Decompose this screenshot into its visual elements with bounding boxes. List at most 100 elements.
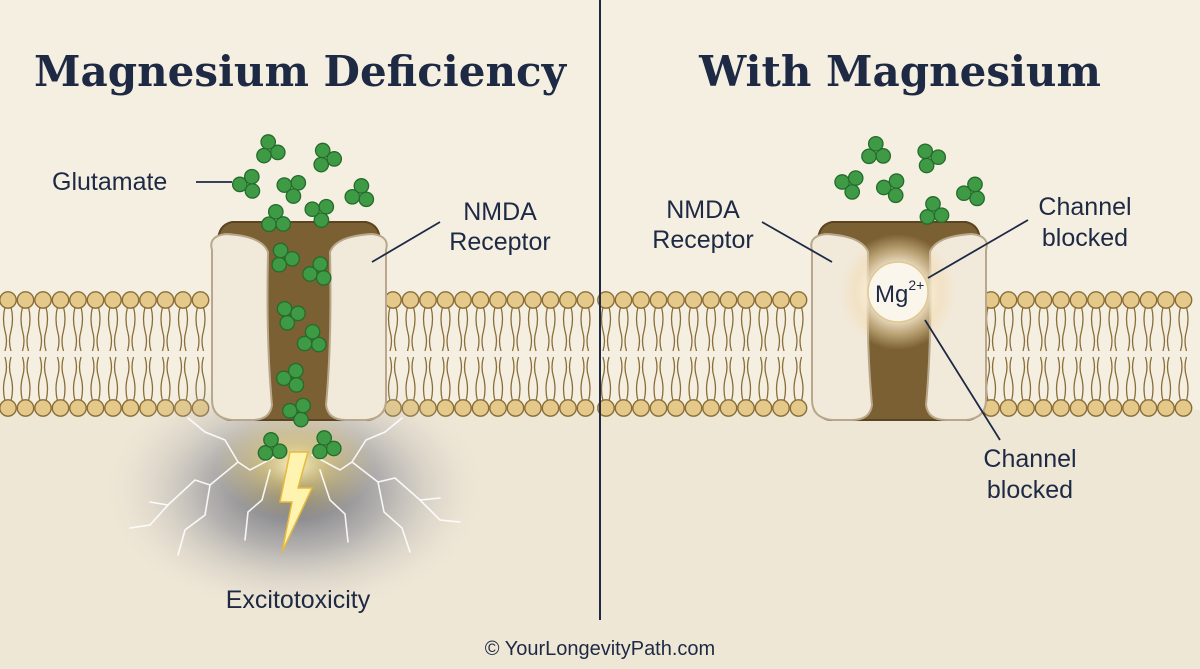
- lipid-tail: [758, 306, 763, 352]
- glutamate-molecules: [231, 134, 985, 461]
- glutamate-molecule-icon: [256, 134, 286, 164]
- lipid-tail: [8, 356, 14, 402]
- glutamate-molecule-icon: [276, 300, 306, 331]
- lipid-head: [1069, 399, 1088, 417]
- lipid-tail: [551, 306, 556, 352]
- lipid-tail: [201, 306, 206, 352]
- lipid-tail: [641, 306, 647, 352]
- lipid-tail: [729, 356, 734, 402]
- lipid-head: [191, 291, 210, 309]
- lipid-tail: [551, 356, 556, 402]
- lipid-tail: [1096, 356, 1102, 402]
- lipid-tail: [498, 306, 504, 352]
- lipid-tail: [78, 356, 84, 402]
- lipid-tail: [1055, 356, 1061, 402]
- lipid-tail: [694, 356, 699, 402]
- lipid-tail: [387, 306, 393, 352]
- lipid-tail: [26, 356, 31, 402]
- blocked-top-label-1: Channel: [1038, 193, 1131, 221]
- lipid-tail: [1073, 356, 1078, 402]
- lipid-tail: [131, 306, 136, 352]
- lipid-head: [1052, 399, 1070, 417]
- lipid-tail: [510, 306, 515, 352]
- lipid-head: [667, 291, 685, 309]
- lipid-tail: [26, 306, 31, 352]
- lipid-tail: [475, 306, 480, 352]
- lipid-head: [1017, 291, 1035, 309]
- left-receptor-subunit-right: [324, 232, 388, 421]
- lipid-head: [454, 399, 472, 417]
- lipid-tail: [1143, 356, 1148, 402]
- lipid-head: [1104, 291, 1123, 309]
- mg-symbol: Mg: [875, 281, 908, 308]
- lightning-bolt-icon: [279, 451, 314, 553]
- lipid-tail: [799, 356, 804, 402]
- lipid-tail: [624, 356, 629, 402]
- lipid-tail: [659, 306, 664, 352]
- lipid-tail: [61, 306, 66, 352]
- glutamate-molecule-icon: [275, 362, 305, 393]
- lipid-head: [737, 399, 755, 417]
- lipid-head: [702, 399, 720, 417]
- lipid-tail: [1184, 356, 1189, 402]
- lipid-tail: [2, 306, 8, 352]
- lipid-head: [1122, 399, 1140, 417]
- lipid-head: [632, 291, 650, 309]
- lipid-head: [702, 291, 720, 309]
- lipid-tail: [740, 356, 746, 402]
- lipid-tail: [428, 356, 434, 402]
- lipid-tail: [440, 356, 445, 402]
- lipid-head: [597, 291, 615, 309]
- lipid-tail: [183, 306, 189, 352]
- right-membrane: [597, 291, 1193, 417]
- lipid-tail: [586, 356, 591, 402]
- lipid-tail: [1061, 356, 1067, 402]
- lipid-tail: [670, 306, 676, 352]
- mg-charge: 2+: [908, 277, 924, 293]
- lipid-tail: [758, 356, 763, 402]
- lipid-head: [1174, 291, 1193, 309]
- lipid-tail: [1055, 306, 1061, 352]
- lipid-tail: [793, 356, 798, 402]
- glutamate-molecule-icon: [276, 174, 307, 204]
- lipid-tail: [481, 356, 486, 402]
- lipid-head: [737, 291, 755, 309]
- lipid-tail: [1090, 306, 1096, 352]
- right-receptor-label-1: NMDA: [666, 196, 740, 224]
- lipid-tail: [562, 356, 568, 402]
- lipid-head: [471, 399, 490, 417]
- lipid-tail: [1143, 306, 1148, 352]
- glutamate-molecule-icon: [312, 430, 342, 460]
- lipid-head: [489, 399, 507, 417]
- lipid-head: [34, 399, 52, 417]
- lipid-head: [471, 291, 490, 309]
- lipid-tail: [533, 306, 539, 352]
- lipid-tail: [1160, 356, 1166, 402]
- lipid-tail: [635, 356, 641, 402]
- lipid-head: [506, 399, 525, 417]
- lipid-tail: [113, 306, 119, 352]
- lightning-cracks: [129, 417, 461, 556]
- lipid-head: [121, 291, 140, 309]
- lipid-head: [86, 399, 105, 417]
- lipid-tail: [492, 356, 498, 402]
- glutamate-molecule-icon: [834, 170, 864, 200]
- lipid-tail: [43, 356, 49, 402]
- lipid-tail: [148, 306, 154, 352]
- lipid-tail: [148, 356, 154, 402]
- lipid-tail: [463, 306, 469, 352]
- svg-text:Mg2+: Mg2+: [875, 277, 924, 308]
- lipid-tail: [498, 356, 504, 402]
- lipid-tail: [96, 306, 101, 352]
- lipid-tail: [125, 306, 130, 352]
- lipid-tail: [740, 306, 746, 352]
- lipid-head: [1034, 291, 1053, 309]
- lipid-head: [576, 399, 595, 417]
- magnesium-ion: Mg2+: [840, 234, 956, 350]
- lipid-tail: [55, 306, 60, 352]
- lipid-tail: [1178, 356, 1183, 402]
- left-receptor-label-1: NMDA: [463, 198, 537, 226]
- lipid-tail: [527, 306, 533, 352]
- lipid-head: [684, 291, 703, 309]
- lipid-tail: [545, 306, 550, 352]
